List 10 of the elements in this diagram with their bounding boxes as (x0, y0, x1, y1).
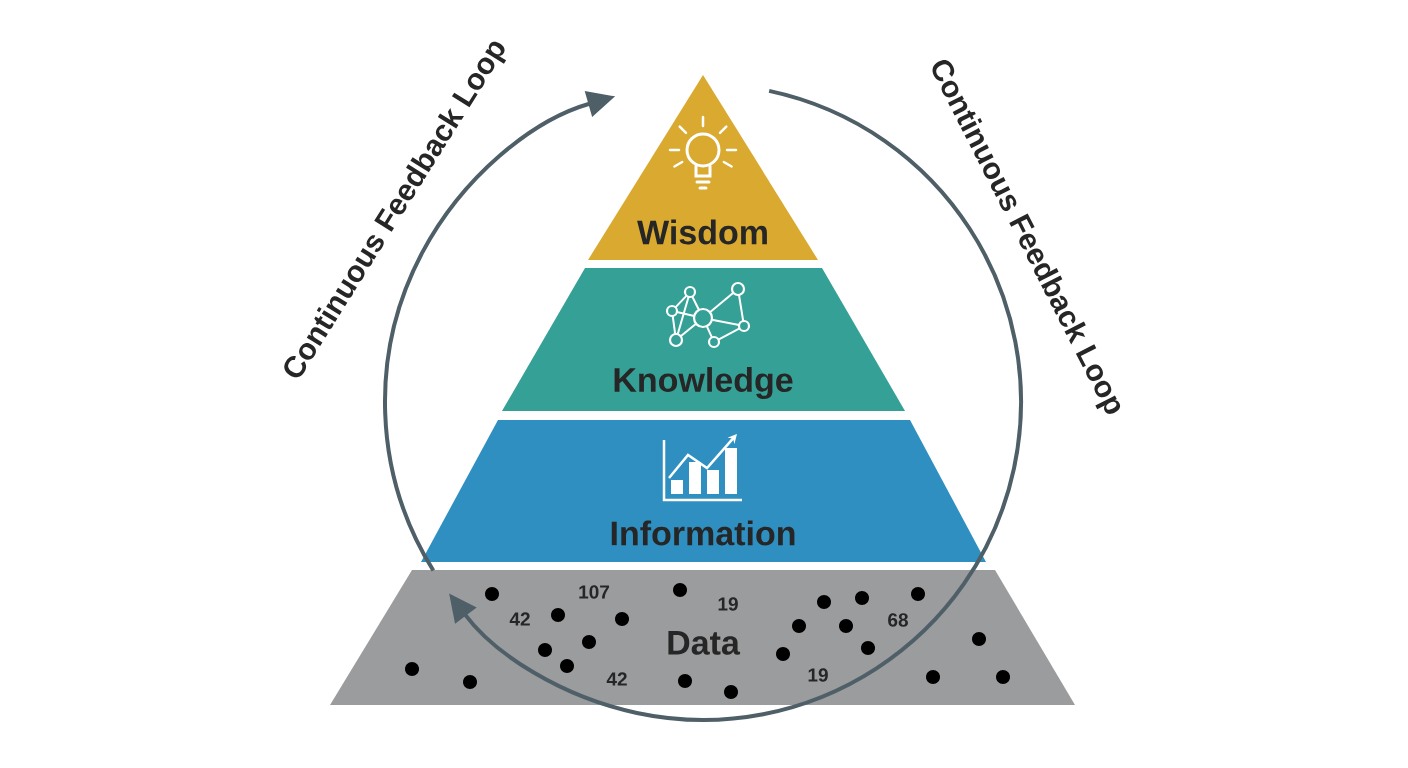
number-label: 42 (606, 672, 627, 686)
pyramid-level: Knowledge (502, 268, 905, 411)
number-label: 19 (718, 597, 738, 611)
pyramid-level: Information (421, 420, 986, 562)
feedback-arrow (449, 88, 1023, 722)
number-label: 19 (808, 668, 828, 682)
pyramid-level: Wisdom (588, 75, 818, 260)
number-label: 68 (888, 613, 908, 627)
number-label: 42 (509, 612, 530, 626)
number-label: 107 (579, 585, 609, 599)
